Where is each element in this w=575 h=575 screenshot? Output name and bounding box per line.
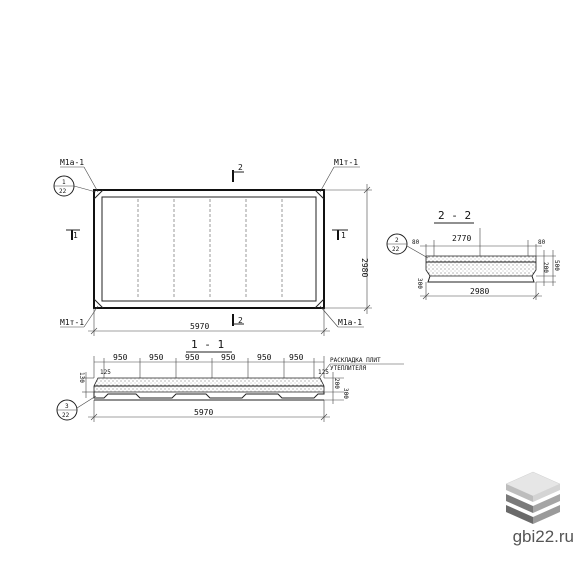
stacked-slabs-icon — [505, 471, 561, 524]
svg-text:22: 22 — [62, 412, 70, 419]
mark-top-right: М1т-1 — [334, 158, 358, 167]
plan-callout: 1 22 — [53, 175, 97, 197]
svg-text:5970: 5970 — [194, 408, 213, 417]
svg-text:2: 2 — [395, 237, 399, 244]
svg-text:130: 130 — [78, 372, 85, 383]
mark-bottom-right: М1а-1 — [338, 318, 362, 327]
section-1-1: 1 - 1 950 950 950 950 950 950 125 125 РА… — [56, 338, 404, 422]
section-marker-2-bottom: 2 — [232, 314, 244, 326]
svg-text:950: 950 — [289, 353, 304, 362]
insulation-note-line-2: УТЕПЛИТЕЛЯ — [330, 365, 367, 372]
svg-text:2980: 2980 — [470, 287, 489, 296]
plan-dim-length: 5970 — [88, 308, 330, 336]
svg-text:5970: 5970 — [190, 322, 209, 331]
mark-bottom-left: М1т-1 — [60, 318, 84, 327]
svg-text:950: 950 — [149, 353, 164, 362]
mark-top-left: М1а-1 — [60, 158, 84, 167]
section-2-2: 2 - 2 80 80 2770 2980 200 500 300 — [386, 209, 560, 300]
svg-text:200: 200 — [333, 378, 340, 389]
svg-text:2980: 2980 — [360, 258, 369, 277]
plan-outer-frame — [93, 189, 325, 309]
section-1-1-span-dims: 950 950 950 950 950 950 — [93, 353, 325, 378]
svg-text:2: 2 — [238, 316, 243, 325]
svg-text:80: 80 — [538, 239, 546, 246]
brand-site-name[interactable]: gbi22.ru — [512, 527, 574, 546]
section-2-2-slab — [425, 255, 537, 277]
logo-slab-top — [505, 471, 561, 502]
svg-text:950: 950 — [257, 353, 272, 362]
svg-text:3: 3 — [65, 403, 69, 410]
svg-text:950: 950 — [185, 353, 200, 362]
section-2-2-callout: 2 22 — [386, 233, 429, 259]
svg-text:1: 1 — [341, 231, 346, 240]
plan-ribs — [137, 199, 283, 299]
section-1-1-slab — [93, 377, 325, 393]
svg-text:2: 2 — [238, 163, 243, 172]
section-1-1-callout: 3 22 — [56, 395, 97, 421]
insulation-note-line-1: РАСКЛАДКА ПЛИТ — [330, 357, 381, 364]
svg-text:950: 950 — [221, 353, 236, 362]
plan-inner-frame — [101, 196, 317, 302]
svg-text:125: 125 — [100, 369, 111, 376]
section-marker-1-left: 1 — [66, 229, 80, 240]
svg-text:2770: 2770 — [452, 234, 471, 243]
logo-slab-middle — [506, 494, 560, 513]
plan-dim-width: 2980 — [324, 184, 372, 314]
svg-text:200: 200 — [542, 262, 549, 273]
section-2-2-title: 2 - 2 — [438, 209, 471, 222]
svg-text:300: 300 — [416, 278, 423, 289]
section-marker-1-right: 1 — [332, 229, 348, 240]
svg-text:22: 22 — [392, 246, 400, 253]
svg-text:80: 80 — [412, 239, 420, 246]
svg-text:500: 500 — [553, 260, 560, 271]
section-1-1-title: 1 - 1 — [191, 338, 224, 351]
svg-text:22: 22 — [59, 188, 67, 195]
svg-text:1: 1 — [73, 231, 78, 240]
section-marker-2-top: 2 — [232, 163, 244, 182]
section-1-1-ribs — [93, 392, 325, 399]
svg-text:1: 1 — [62, 179, 66, 186]
svg-text:300: 300 — [342, 388, 349, 399]
logo-slab-bottom — [506, 505, 560, 524]
plan-view: М1а-1 М1т-1 М1т-1 М1а-1 1 22 2 2 — [53, 158, 372, 336]
svg-text:950: 950 — [113, 353, 128, 362]
